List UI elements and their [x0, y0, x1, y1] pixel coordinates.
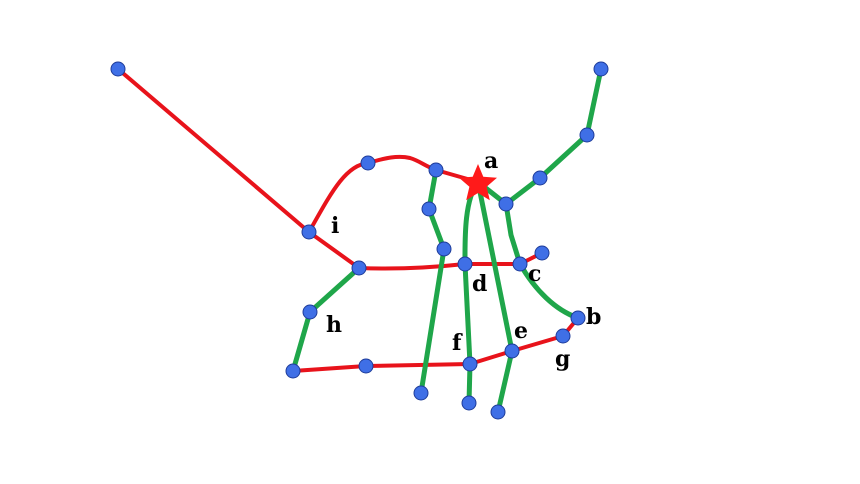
label-e: e: [514, 318, 528, 344]
node: [532, 170, 548, 186]
node-h: [302, 304, 318, 320]
node-d: [457, 256, 473, 272]
node-i: [301, 224, 317, 240]
node: [579, 127, 595, 143]
node: [461, 395, 477, 411]
node: [360, 155, 376, 171]
node: [110, 61, 126, 77]
node: [351, 260, 367, 276]
label-b: b: [586, 304, 601, 330]
node: [358, 358, 374, 374]
node-b: [570, 310, 586, 326]
node: [428, 162, 444, 178]
node: [421, 201, 437, 217]
label-d: d: [472, 271, 487, 297]
node-f: [462, 356, 478, 372]
red-route-upper-left-diagonal: [116, 67, 361, 270]
node: [285, 363, 301, 379]
node: [436, 241, 452, 257]
node: [490, 404, 506, 420]
node: [534, 245, 550, 261]
label-a: a: [484, 148, 498, 174]
node-labels: a i c d b h e f g: [326, 148, 601, 372]
node-c: [512, 256, 528, 272]
label-f: f: [452, 330, 463, 356]
red-route-i-to-a-arc: [307, 154, 480, 234]
node-e: [504, 343, 520, 359]
label-h: h: [326, 312, 342, 338]
green-route-left-vertical: [418, 167, 447, 396]
label-c: c: [528, 261, 541, 287]
node-g: [555, 328, 571, 344]
node: [593, 61, 609, 77]
nodes: [110, 61, 609, 420]
star-marker-icon: [459, 164, 497, 201]
node: [413, 385, 429, 401]
label-g: g: [555, 346, 570, 372]
label-i: i: [331, 213, 339, 239]
node: [498, 196, 514, 212]
